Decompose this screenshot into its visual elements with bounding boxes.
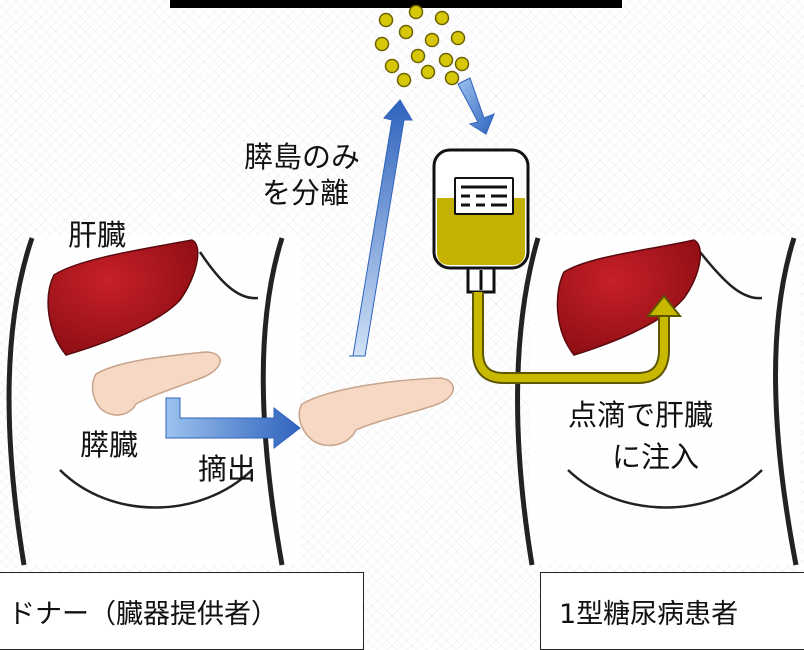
islet-dot [440, 54, 453, 67]
donor-box-text: ドナー（臓器提供者） [8, 592, 278, 631]
patient-box: 1型糖尿病患者 [540, 572, 804, 650]
islet-dot [410, 6, 423, 19]
islet-dot [452, 32, 465, 45]
islet-dot [386, 60, 399, 73]
islet-to-bag-arrow [458, 78, 494, 134]
islet-dot [376, 38, 389, 51]
islet-dot [398, 74, 411, 87]
extract-label: 摘出 [198, 452, 256, 487]
islet-cluster [376, 6, 469, 87]
isolate-arrow [349, 100, 412, 356]
drip-label-line1: 点滴で肝臓 [568, 398, 713, 433]
drip-label-line2: に注入 [612, 440, 699, 475]
isolate-label-line2: を分離 [262, 176, 349, 211]
pancreas-label: 膵臓 [80, 428, 138, 463]
patient-box-text: 1型糖尿病患者 [559, 592, 738, 631]
islet-dot [456, 58, 469, 71]
islet-dot [422, 66, 435, 79]
islet-dot [436, 12, 449, 25]
islet-dot [446, 72, 459, 85]
islet-dot [400, 26, 413, 39]
islet-dot [426, 34, 439, 47]
bag-label-window [454, 177, 514, 215]
islet-dot [412, 50, 425, 63]
donor-box: ドナー（臓器提供者） [0, 572, 364, 650]
bag-label-dashes [456, 179, 512, 213]
top-bar [170, 0, 622, 8]
extracted-pancreas [299, 378, 453, 445]
islet-dot [380, 14, 393, 27]
liver-label: 肝臓 [68, 218, 126, 253]
iv-bag [434, 150, 528, 292]
isolate-label-line1: 膵島のみ [244, 140, 360, 175]
